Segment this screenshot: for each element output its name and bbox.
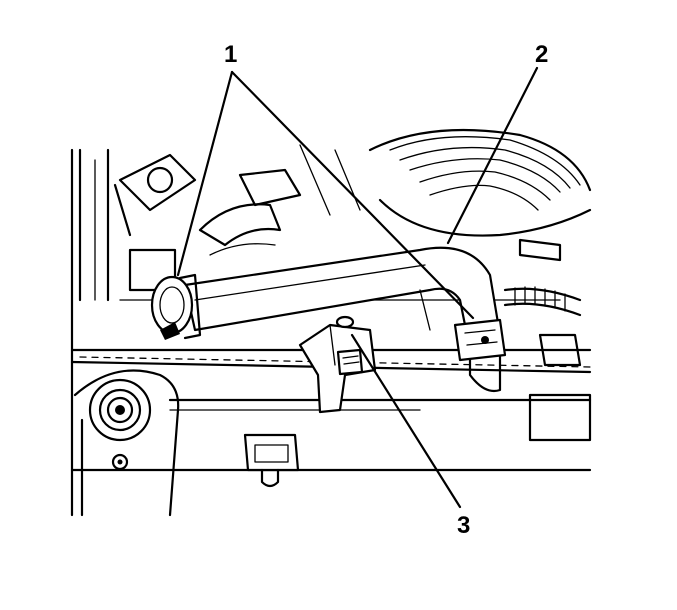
callout-2: 2 — [535, 41, 548, 68]
callout-1: 1 — [224, 41, 237, 68]
callout-3: 3 — [457, 512, 470, 539]
leader-lines — [176, 66, 539, 509]
wiring-harness — [503, 238, 582, 367]
hose-clamp-left — [150, 273, 202, 340]
fan-shroud — [299, 128, 592, 237]
upper-left-fittings — [113, 153, 302, 292]
mounting-bracket — [298, 315, 377, 414]
hose-clamp-right — [453, 318, 507, 362]
lower-clip — [243, 433, 300, 488]
pulley-assembly — [73, 369, 180, 517]
